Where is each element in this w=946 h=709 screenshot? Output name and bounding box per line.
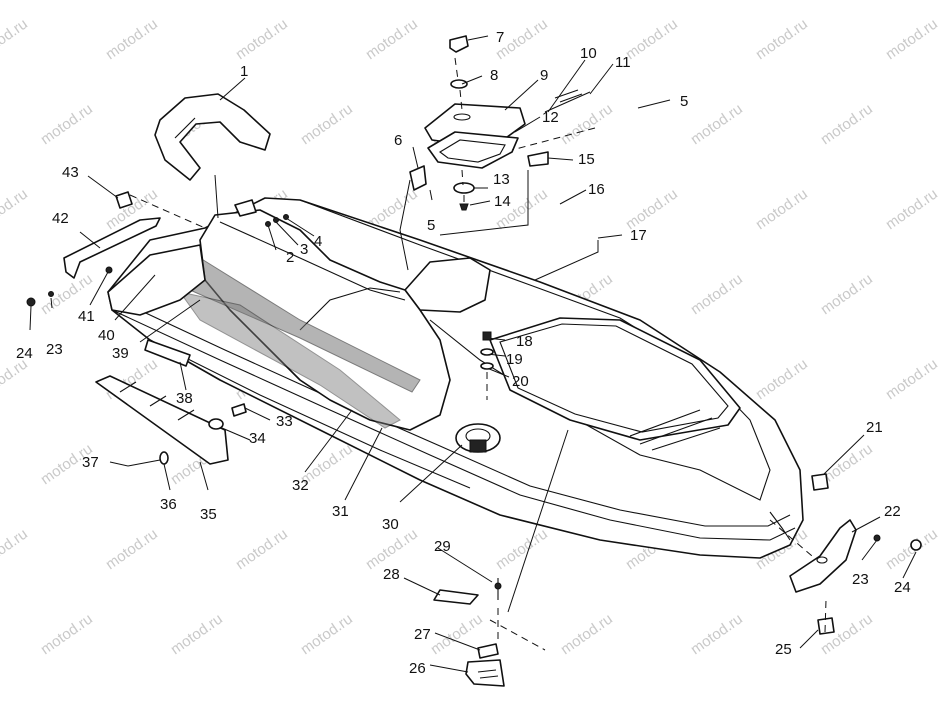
watermark-text: motod.ru [428,610,486,658]
callout-23a: 23 [46,341,63,358]
callout-39: 39 [112,345,129,362]
callout-23b: 23 [852,571,869,588]
watermark-text: motod.ru [0,185,31,233]
callout-35: 35 [200,506,217,523]
callout-7: 7 [496,29,504,46]
callout-40: 40 [98,327,115,344]
watermark-text: motod.ru [0,525,31,573]
watermark-text: motod.ru [883,15,941,63]
watermark-text: motod.ru [753,15,811,63]
watermark-text: motod.ru [818,610,876,658]
callout-14: 14 [494,193,511,210]
callout-42: 42 [52,210,69,227]
watermark-text: motod.ru [688,270,746,318]
watermark-text: motod.ru [883,525,941,573]
callout-2: 2 [286,249,294,266]
callout-43: 43 [62,164,79,181]
watermark-text: motod.ru [493,525,551,573]
callout-9: 9 [540,67,548,84]
callout-10: 10 [580,45,597,62]
watermark-text: motod.ru [818,100,876,148]
callout-8: 8 [490,67,498,84]
callout-11: 11 [615,54,631,71]
callout-25: 25 [775,641,792,658]
callout-26: 26 [409,660,426,677]
watermark-text: motod.ru [38,610,96,658]
callout-16: 16 [588,181,605,198]
callout-5a: 5 [680,93,688,110]
watermark-text: motod.ru [38,100,96,148]
watermark-text: motod.ru [688,610,746,658]
callout-5b: 5 [427,217,435,234]
watermark-text: motod.ru [298,610,356,658]
callout-labels: 1 2 3 4 5 5 6 7 8 9 10 11 12 13 14 15 16… [16,29,911,677]
callout-27: 27 [414,626,431,643]
callout-18: 18 [516,333,533,350]
callout-6: 6 [394,132,402,149]
watermark-text: motod.ru [883,355,941,403]
callout-13: 13 [493,171,510,188]
watermark-text: motod.ru [0,15,31,63]
left-side-parts [26,191,247,467]
watermark-text: motod.ru [688,100,746,148]
hatch-assembly [409,35,591,211]
callout-34: 34 [249,430,266,447]
callout-22: 22 [884,503,901,520]
watermark-text: motod.ru [103,15,161,63]
watermark-text: motod.ru [818,270,876,318]
hull-body [107,197,804,559]
callout-29: 29 [434,538,451,555]
callout-41: 41 [78,308,95,325]
watermark-text: motod.ru [363,15,421,63]
watermark-text: motod.ru [168,610,226,658]
callout-38: 38 [176,390,193,407]
watermark-text: motod.ru [753,355,811,403]
callout-32: 32 [292,477,309,494]
callout-17: 17 [630,227,647,244]
watermark-text: motod.ru [623,15,681,63]
callout-36: 36 [160,496,177,513]
callout-4: 4 [314,233,322,250]
callout-28: 28 [383,566,400,583]
watermark-text: motod.ru [103,525,161,573]
callout-19: 19 [506,351,523,368]
callout-21: 21 [866,419,883,436]
watermark-text: motod.ru [883,185,941,233]
callout-3: 3 [300,241,308,258]
watermark-text: motod.ru [558,100,616,148]
callout-30: 30 [382,516,399,533]
watermark-text: motod.ru [233,525,291,573]
callout-12: 12 [542,109,559,126]
bow-bumper-parts [789,473,922,635]
grab-handle [154,93,271,181]
watermark-text: motod.ru [233,15,291,63]
watermark-text: motod.ru [558,610,616,658]
callout-24b: 24 [894,579,911,596]
callout-33: 33 [276,413,293,430]
watermark-text: motod.ru [753,185,811,233]
callout-24a: 24 [16,345,33,362]
callout-31: 31 [332,503,349,520]
watermark-text: motod.ru [0,355,31,403]
watermark-text: motod.ru [298,100,356,148]
callout-20: 20 [512,373,529,390]
callout-1: 1 [240,63,248,80]
leader-lines [29,35,917,673]
callout-15: 15 [578,151,595,168]
callout-37: 37 [82,454,99,471]
